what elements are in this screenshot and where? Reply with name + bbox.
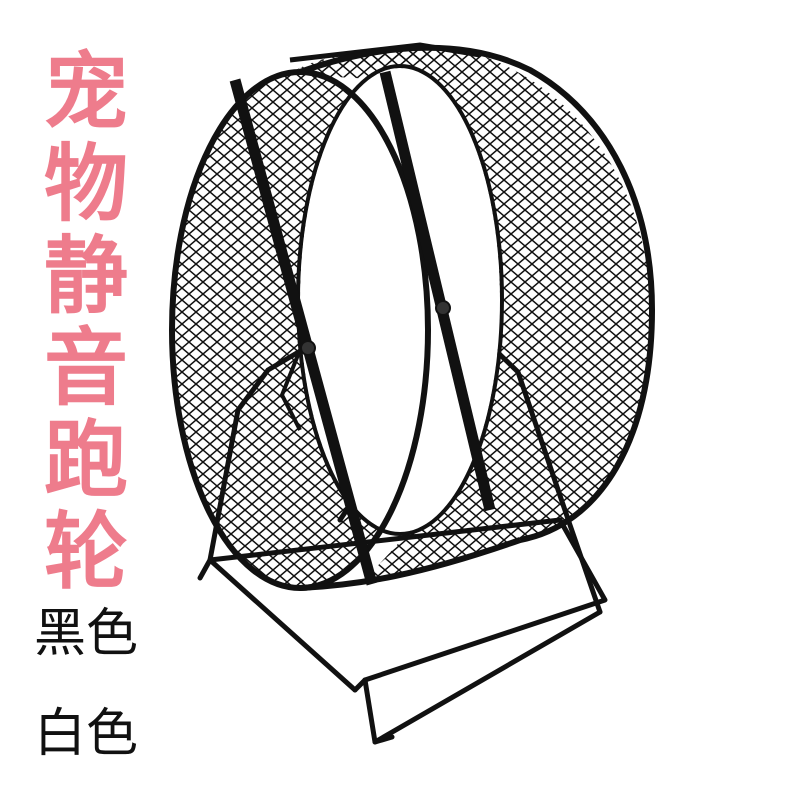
option-white-label: 白色: [34, 704, 139, 764]
option-black-label: 黑色: [34, 604, 139, 664]
wheel-struts: [229, 70, 496, 586]
title-char: 静: [43, 227, 128, 325]
title-char: 音: [43, 319, 128, 417]
wheel-mesh: [172, 46, 650, 588]
title-char: 跑: [43, 411, 128, 509]
wheel-axle: [279, 300, 451, 431]
title-char: 宠: [43, 43, 128, 141]
title-char: 物: [43, 135, 128, 233]
title-char: 轮: [43, 503, 128, 601]
product-title: 宠物静音跑轮: [36, 46, 136, 598]
